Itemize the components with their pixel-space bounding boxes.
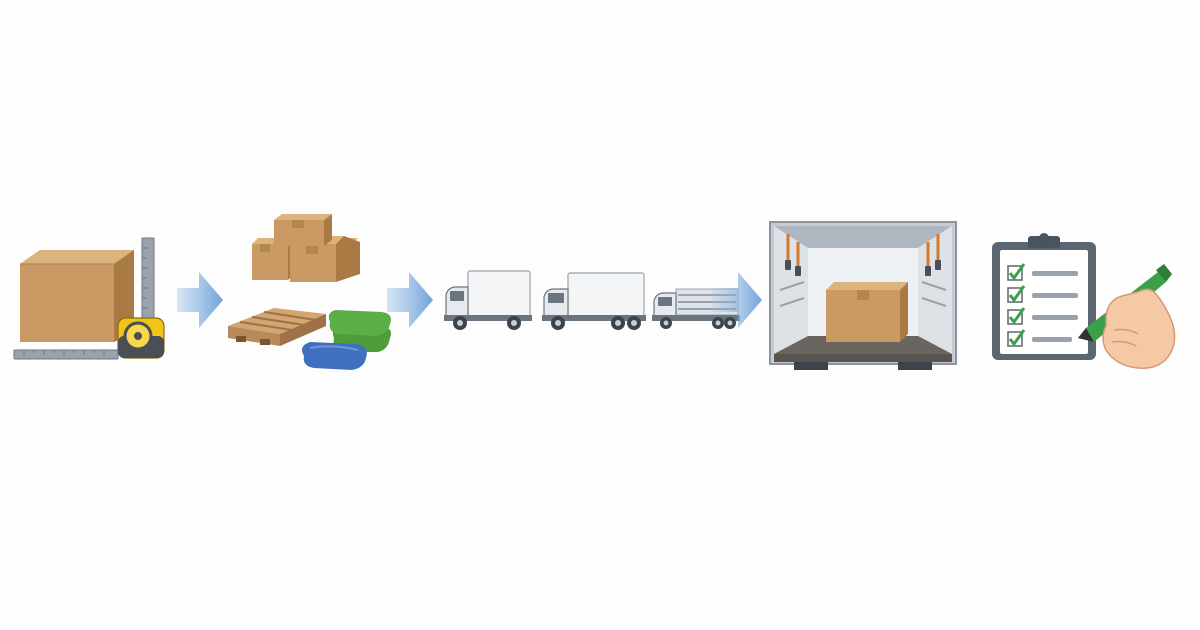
arrow-icon (712, 272, 762, 328)
arrow-icon (177, 272, 223, 328)
arrow-icon (387, 272, 433, 328)
three-trucks-icon (444, 270, 740, 330)
truck-cargo-box-interior-icon (769, 221, 957, 370)
boxes-pallet-and-sacks-icon (228, 214, 391, 370)
clipboard-checklist-icon (992, 233, 1176, 369)
box-with-measuring-tape-icon (13, 237, 165, 360)
